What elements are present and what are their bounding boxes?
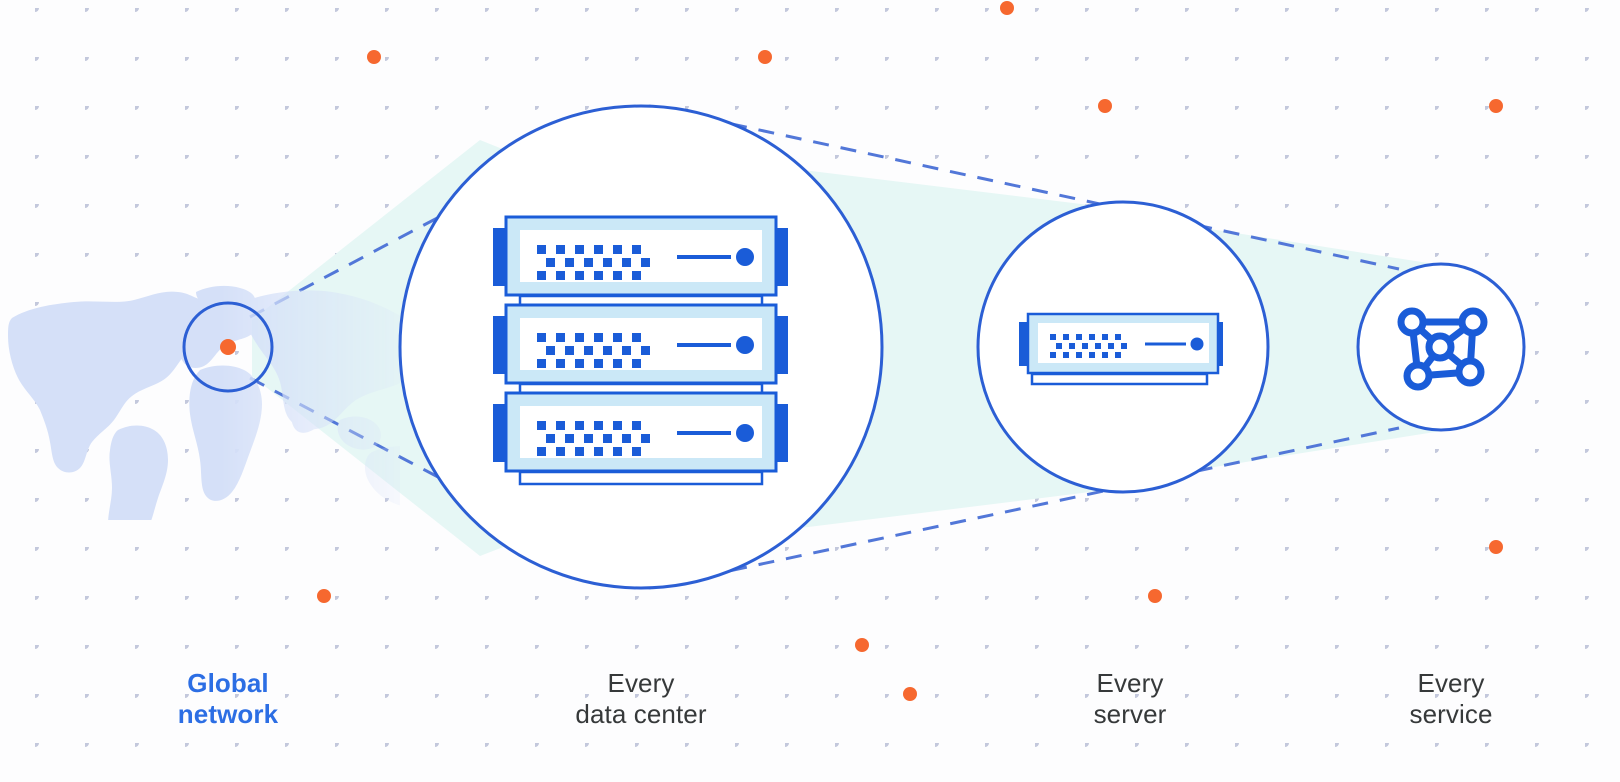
orange-dot [758, 50, 772, 64]
global-network-marker [220, 339, 236, 355]
network-node-top-right [1458, 307, 1488, 337]
orange-dot [903, 687, 917, 701]
server-unit-icon [1019, 312, 1223, 386]
network-node-center [1425, 332, 1455, 362]
rack-unit-3 [493, 391, 788, 473]
orange-accent-dots [317, 1, 1503, 701]
rack-unit-2 [493, 303, 788, 385]
network-node-bottom-left [1403, 361, 1433, 391]
stage-circle-global-network [182, 301, 274, 393]
rack-base [518, 470, 764, 486]
orange-dot [1098, 99, 1112, 113]
network-nodes-icon [1397, 307, 1488, 391]
dashed-line-lower-2 [648, 426, 1400, 590]
orange-dot [1489, 99, 1503, 113]
orange-dot [367, 50, 381, 64]
world-map-icon [8, 285, 443, 547]
orange-dot [317, 589, 331, 603]
orange-dot [1000, 1, 1014, 15]
orange-dot [1489, 540, 1503, 554]
orange-dot [1148, 589, 1162, 603]
orange-dot [855, 638, 869, 652]
rack-unit-1 [493, 215, 788, 297]
server-unit-base [1030, 372, 1209, 386]
network-node-bottom-right [1455, 357, 1485, 387]
network-node-top-left [1397, 307, 1427, 337]
server-rack-icon [493, 215, 788, 486]
dashed-line-upper-2 [648, 104, 1400, 271]
